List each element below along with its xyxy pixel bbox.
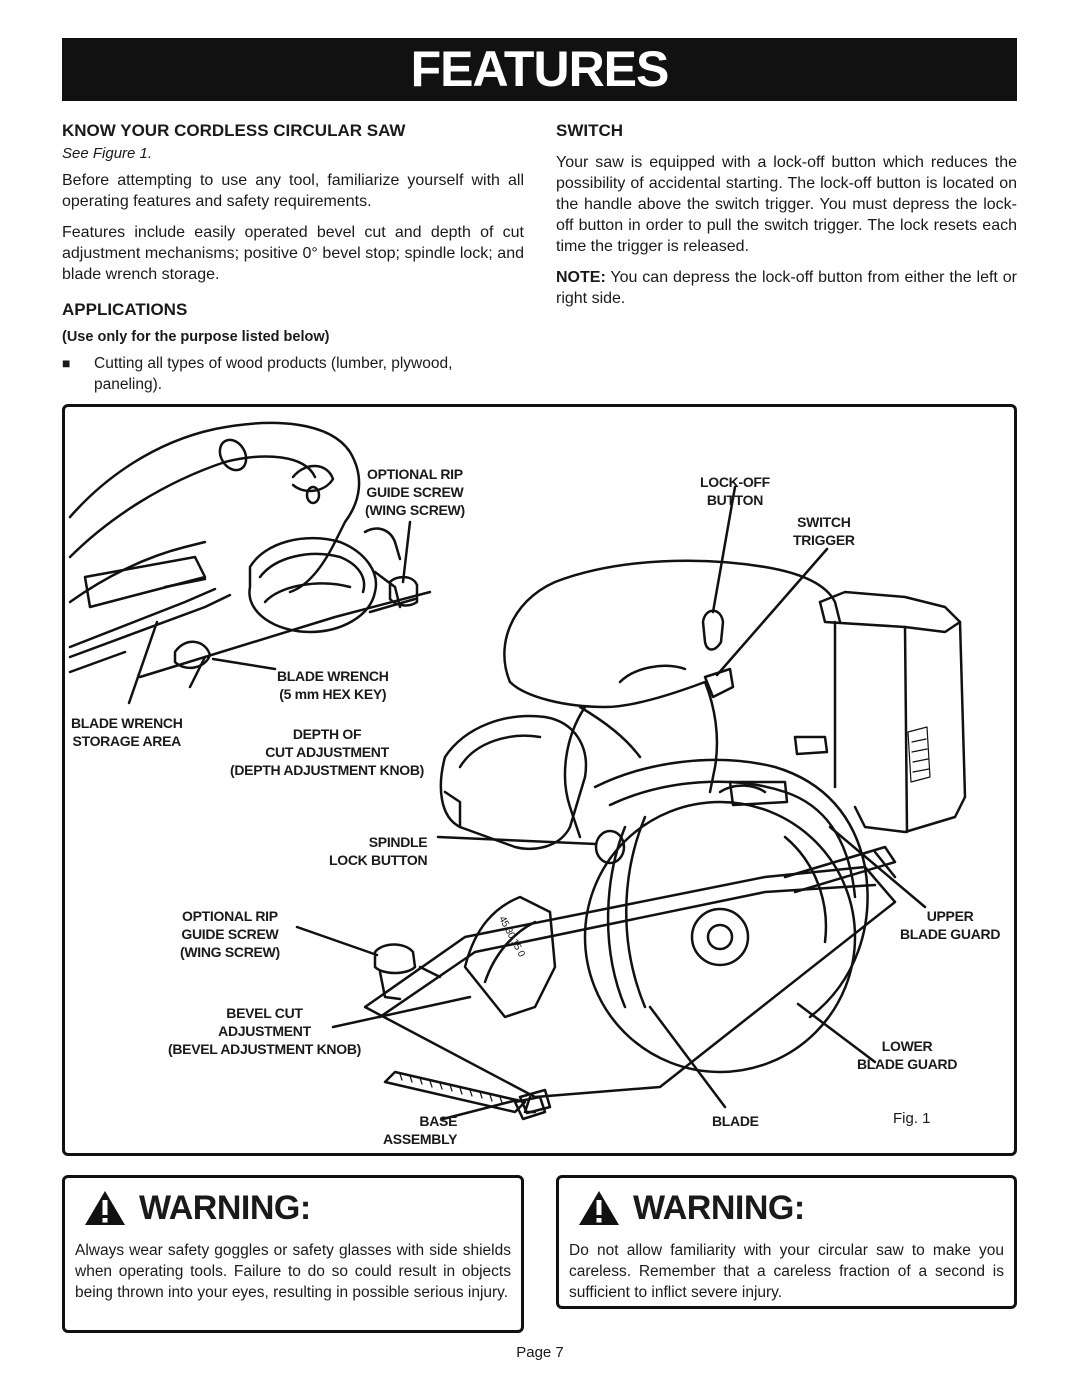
warning-box-familiarity: WARNING: Do not allow familiarity with y… xyxy=(556,1175,1017,1309)
list-item: ■ Cutting all types of wood products (lu… xyxy=(62,353,524,395)
switch-heading: SWITCH xyxy=(556,121,624,140)
features-banner: FEATURES xyxy=(62,38,1017,101)
right-column: SWITCH Your saw is equipped with a lock-… xyxy=(556,120,1017,319)
saw-body xyxy=(363,559,967,1121)
inset-detail xyxy=(68,421,432,689)
switch-paragraph: Your saw is equipped with a lock-off but… xyxy=(556,154,1017,255)
applications-heading: APPLICATIONS xyxy=(62,300,188,319)
warning-header: WARNING: xyxy=(559,1178,1014,1238)
warning-triangle-icon xyxy=(579,1191,619,1225)
warning-text: Do not allow familiarity with your circu… xyxy=(569,1242,1004,1301)
features-paragraph: Features include easily operated bevel c… xyxy=(62,224,524,283)
warning-header: WARNING: xyxy=(65,1178,521,1238)
circular-saw-illustration xyxy=(68,421,967,1121)
know-your-saw-heading: KNOW YOUR CORDLESS CIRCULAR SAW xyxy=(62,121,406,140)
applications-subhead: (Use only for the purpose listed below) xyxy=(62,329,330,345)
bullet-square-icon: ■ xyxy=(62,355,71,371)
switch-note: NOTE: You can depress the lock-off butto… xyxy=(556,267,1017,309)
note-text: You can depress the lock-off button from… xyxy=(556,269,1017,307)
warning-box-goggles: WARNING: Always wear safety goggles or s… xyxy=(62,1175,524,1333)
figure-number: Fig. 1 xyxy=(893,1110,931,1127)
label-blade: BLADE xyxy=(712,1113,759,1129)
warning-text: Always wear safety goggles or safety gla… xyxy=(75,1242,511,1301)
left-column: KNOW YOUR CORDLESS CIRCULAR SAW See Figu… xyxy=(62,120,524,395)
intro-paragraph: Before attempting to use any tool, famil… xyxy=(62,172,524,210)
warning-title: WARNING: xyxy=(633,1188,805,1227)
page-number: Page 7 xyxy=(516,1344,564,1361)
bullet-text: Cutting all types of wood products (lumb… xyxy=(94,355,453,393)
warning-triangle-icon xyxy=(85,1191,125,1225)
warning-title: WARNING: xyxy=(139,1188,311,1227)
label-blade-wrench: BLADE WRENCH(5 mm HEX KEY) xyxy=(277,668,389,702)
leader-lines xyxy=(127,485,927,1121)
see-figure-ref: See Figure 1. xyxy=(62,145,153,162)
note-label: NOTE: xyxy=(556,269,606,286)
